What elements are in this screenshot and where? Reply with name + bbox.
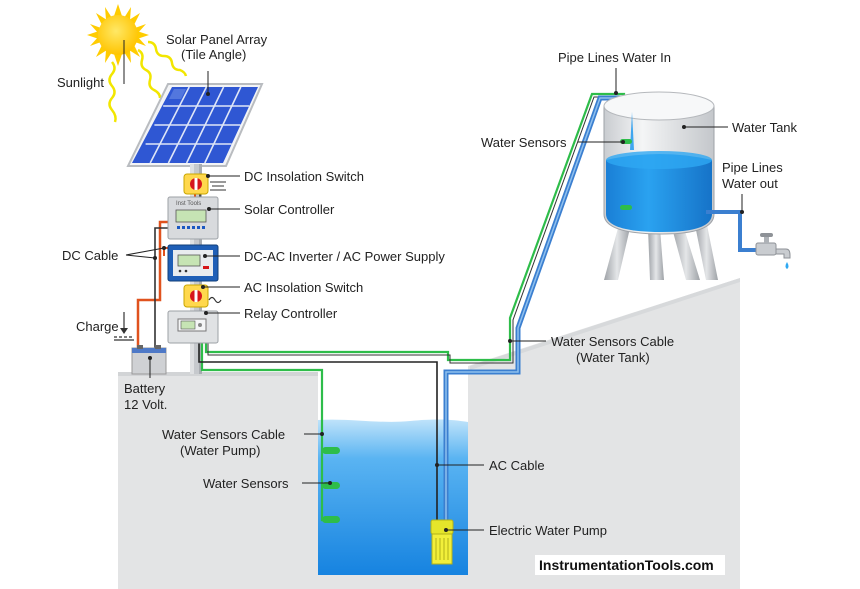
pipe-in-label: Pipe Lines Water In xyxy=(558,50,671,65)
inverter-label: DC-AC Inverter / AC Power Supply xyxy=(244,249,445,264)
brand-background xyxy=(535,555,725,575)
ac-cable-label: AC Cable xyxy=(489,458,545,473)
ac-cable xyxy=(198,342,438,522)
battery-label-2: 12 Volt. xyxy=(124,397,167,412)
leader-lines xyxy=(123,40,744,532)
sensor-cable-pump-label-1: Water Sensors Cable xyxy=(162,427,285,442)
sunlight-label: Sunlight xyxy=(57,75,104,90)
dc-isolation-switch xyxy=(183,173,226,195)
sun-icon xyxy=(87,4,149,66)
well-water xyxy=(318,419,468,575)
water-tank xyxy=(603,91,715,235)
electric-water-pump xyxy=(430,519,454,565)
solar-panel xyxy=(126,83,264,167)
outlet-pipe xyxy=(706,210,756,252)
pipe-out-label-2: Water out xyxy=(722,176,778,191)
pipe-out-label-1: Pipe Lines xyxy=(722,160,783,175)
brand-label: InstrumentationTools.com xyxy=(539,557,714,573)
controller-brand-label: Inst Tools xyxy=(176,201,201,207)
sensor-cable-tank-dark xyxy=(207,96,620,364)
battery-label-1: Battery xyxy=(124,381,166,396)
solar-controller: Inst Tools xyxy=(167,196,219,240)
charge-arrow-icon xyxy=(114,312,134,341)
relay-controller-label: Relay Controller xyxy=(244,306,338,321)
solar-panel-label-1: Solar Panel Array xyxy=(166,32,268,47)
well-sensors xyxy=(322,447,340,523)
charge-label: Charge xyxy=(76,319,119,334)
well-sensors-label: Water Sensors xyxy=(203,476,289,491)
dc-cable-label: DC Cable xyxy=(62,248,118,263)
sensor-cable-tank-label-2: (Water Tank) xyxy=(576,350,650,365)
sensor-cable-tank-label-1: Water Sensors Cable xyxy=(551,334,674,349)
solar-controller-label: Solar Controller xyxy=(244,202,335,217)
ground xyxy=(118,278,740,589)
water-tank-stand xyxy=(604,225,718,280)
dc-isolation-switch-label: DC Insolation Switch xyxy=(244,169,364,184)
sensor-cable-pump-label-2: (Water Pump) xyxy=(180,443,260,458)
relay-controller xyxy=(167,310,219,344)
ac-isolation-switch-label: AC Insolation Switch xyxy=(244,280,363,295)
battery xyxy=(131,345,167,375)
sunlight-rays xyxy=(108,40,188,123)
solar-panel-label-2: (Tile Angle) xyxy=(181,47,246,62)
water-tank-label: Water Tank xyxy=(732,120,798,135)
faucet-icon xyxy=(755,233,791,269)
inverter xyxy=(167,244,219,282)
electric-pump-label: Electric Water Pump xyxy=(489,523,607,538)
tank-sensors-label: Water Sensors xyxy=(481,135,567,150)
ac-isolation-switch xyxy=(183,284,222,308)
